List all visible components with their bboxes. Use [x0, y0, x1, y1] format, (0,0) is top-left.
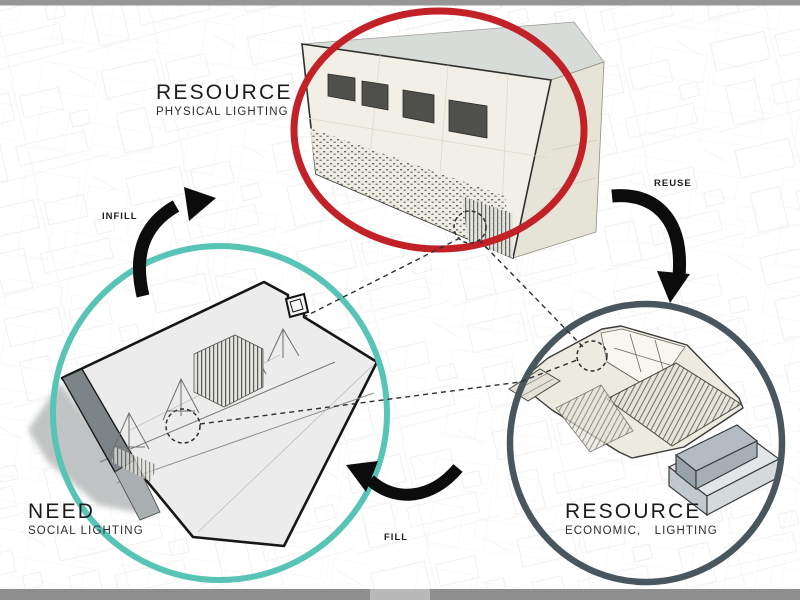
social-title: NEED [28, 500, 96, 523]
dashed-link-social-economic [199, 359, 578, 425]
interior-stack [193, 334, 264, 408]
economic-subtitle: ECONOMIC, LIGHTING [565, 525, 718, 538]
economic-building-illustration [508, 325, 781, 517]
perforated-brick-band [310, 128, 513, 258]
cycle-arrows [132, 187, 690, 501]
physical-node-label: RESOURCE PHYSICAL LIGHTING [156, 81, 293, 119]
economic-title: RESOURCE [565, 500, 702, 523]
detached-bar-building [667, 424, 781, 517]
facade-windows [327, 73, 488, 139]
social-building-illustration [28, 280, 379, 548]
social-subtitle: SOCIAL LIGHTING [28, 525, 144, 538]
infill-arrow [132, 187, 216, 298]
physical-ring [290, 7, 588, 253]
social-node-label: NEED SOCIAL LIGHTING [28, 500, 144, 538]
economic-node-label: RESOURCE ECONOMIC, LIGHTING [565, 500, 718, 538]
social-ring [50, 243, 390, 583]
reuse-arrow [611, 189, 690, 303]
economic-ring [506, 300, 786, 586]
fill-arrow [346, 461, 463, 501]
detail-callouts [165, 210, 608, 444]
infill-arrow-label: INFILL [102, 211, 138, 222]
dashed-link-physical-economic [478, 239, 586, 350]
reuse-arrow-label: REUSE [654, 178, 692, 189]
physical-title: RESOURCE [156, 81, 293, 104]
economic-detail-callout [576, 340, 608, 372]
physical-detail-callout [453, 210, 487, 244]
fill-arrow-label: FILL [384, 532, 409, 543]
rooftop-box-callout-target [284, 292, 310, 319]
ribbed-roof-slope [606, 362, 742, 447]
social-detail-callout [165, 408, 201, 444]
physical-subtitle: PHYSICAL LIGHTING [156, 106, 289, 119]
dashed-link-physical-social [303, 237, 461, 318]
